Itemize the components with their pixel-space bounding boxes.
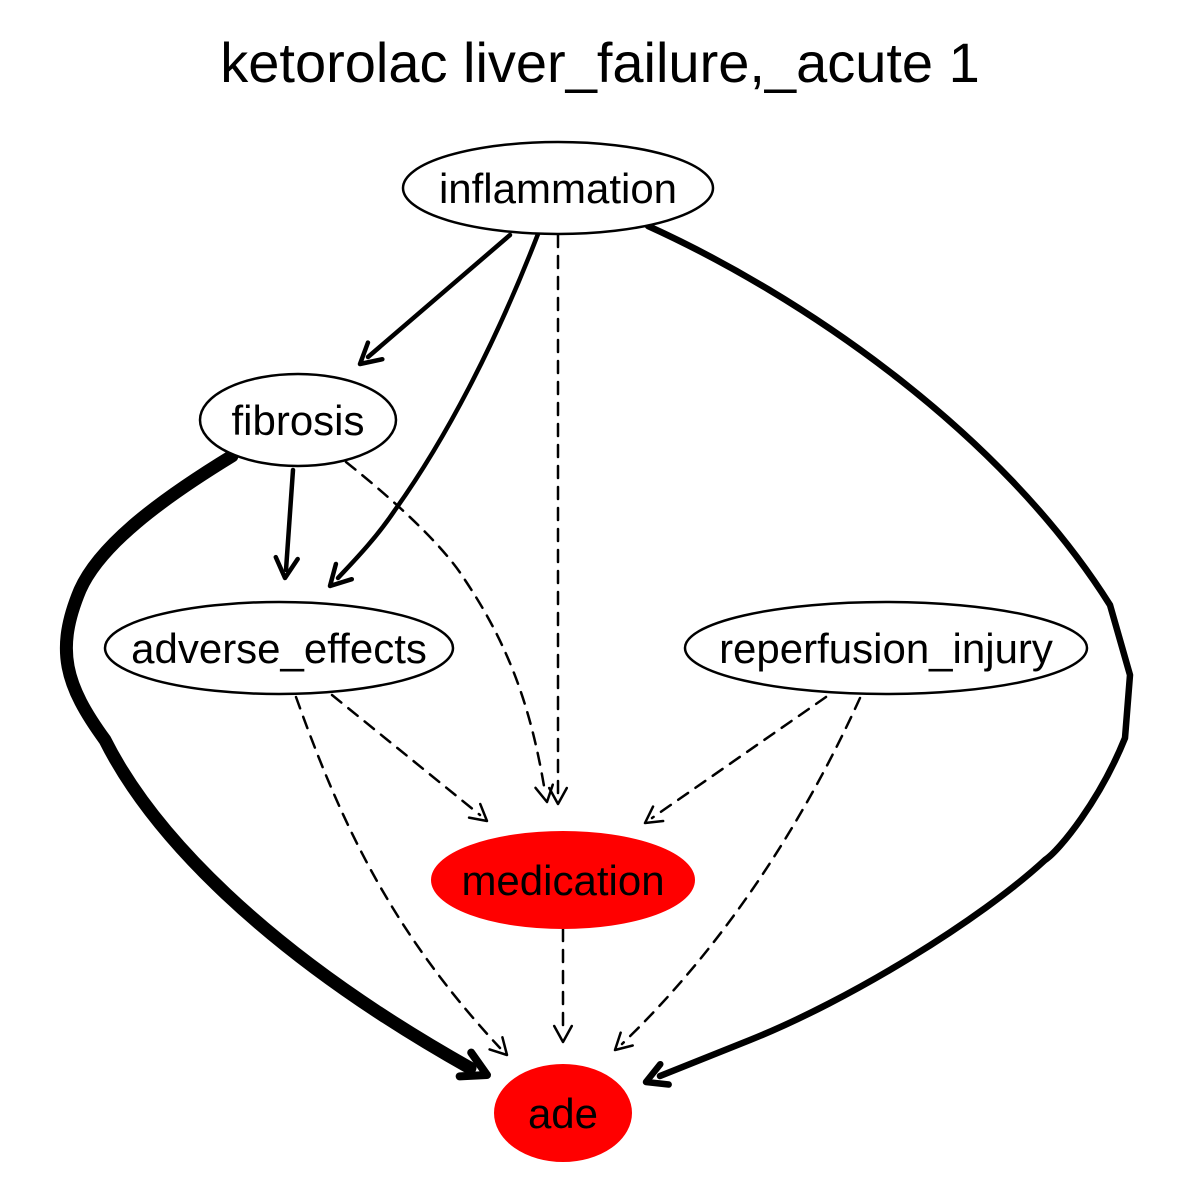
node-inflammation: inflammation xyxy=(401,140,715,236)
diagram-title: ketorolac liver_failure,_acute 1 xyxy=(220,31,980,94)
nodes-layer: inflammation fibrosis adverse_effects reper… xyxy=(103,140,1089,1162)
edge-line xyxy=(283,467,296,573)
arrowhead xyxy=(643,805,665,825)
edge-line xyxy=(59,449,477,1075)
edge-fibrosis-to-ade xyxy=(59,449,491,1081)
arrowhead xyxy=(273,554,300,581)
edge-line xyxy=(620,696,862,1046)
arrowhead xyxy=(547,786,569,806)
edge-inflammation-to-adverse_effects xyxy=(327,231,541,589)
edge-line xyxy=(330,693,482,817)
edge-reperfusion_injury-to-ade xyxy=(613,696,862,1052)
node-label: medication xyxy=(461,857,664,904)
edge-medication-to-ade xyxy=(552,927,574,1044)
arrowhead xyxy=(534,783,555,804)
node-label: reperfusion_injury xyxy=(719,625,1053,672)
edge-adverse_effects-to-ade xyxy=(294,695,509,1057)
arrowhead xyxy=(327,561,355,589)
arrowhead xyxy=(613,1031,634,1052)
arrowhead xyxy=(642,1060,672,1088)
node-medication: medication xyxy=(431,831,695,929)
edges-layer xyxy=(59,222,1134,1088)
arrowhead xyxy=(488,1036,509,1057)
edge-fibrosis-to-adverse_effects xyxy=(273,467,300,581)
node-label: inflammation xyxy=(439,165,677,212)
node-label: fibrosis xyxy=(231,397,364,444)
node-shape xyxy=(683,600,1089,696)
node-shape xyxy=(198,372,398,468)
arrowhead xyxy=(552,1024,574,1044)
node-ade: ade xyxy=(494,1064,632,1162)
edge-fibrosis-to-medication xyxy=(344,460,555,804)
edge-inflammation-to-ade xyxy=(642,222,1134,1088)
node-shape xyxy=(431,831,695,929)
edge-line xyxy=(644,222,1134,1080)
edge-reperfusion_injury-to-medication xyxy=(643,695,828,825)
edge-line xyxy=(650,695,828,820)
node-reperfusion_injury: reperfusion_injury xyxy=(683,600,1089,696)
arrowhead xyxy=(455,1048,491,1081)
edge-line xyxy=(335,231,541,581)
node-label: adverse_effects xyxy=(131,625,427,672)
node-shape xyxy=(401,140,715,236)
edge-inflammation-to-medication xyxy=(547,233,569,806)
edge-adverse_effects-to-medication xyxy=(330,693,489,823)
node-label: ade xyxy=(528,1090,598,1137)
edge-line xyxy=(294,695,502,1050)
edge-line xyxy=(344,460,547,794)
edge-inflammation-to-fibrosis xyxy=(357,232,513,367)
edge-line xyxy=(365,232,513,360)
node-adverse_effects: adverse_effects xyxy=(103,600,455,696)
node-shape xyxy=(103,600,455,696)
node-shape xyxy=(494,1064,632,1162)
arrowhead xyxy=(467,802,489,823)
node-fibrosis: fibrosis xyxy=(198,372,398,468)
arrowhead xyxy=(357,340,385,367)
